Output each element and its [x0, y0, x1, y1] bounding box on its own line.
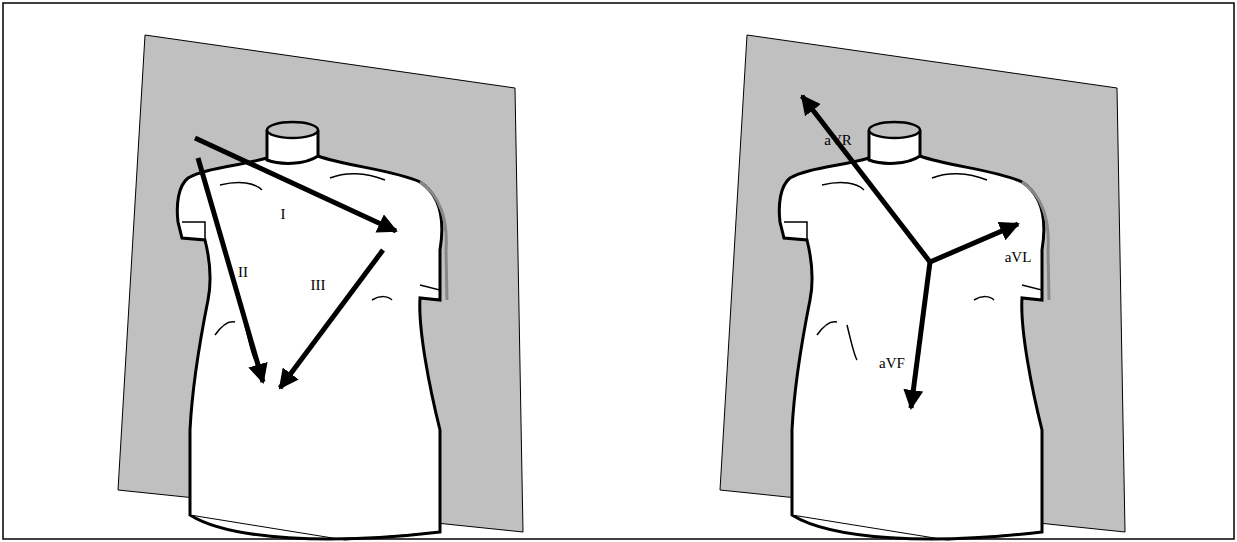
lead-label: II [238, 265, 248, 280]
augmented-lead-label: aVL [1005, 250, 1032, 265]
augmented-lead-label: aVR [824, 133, 852, 148]
augmented-lead-label: aVF [879, 356, 905, 371]
lead-label: III [311, 278, 326, 293]
torso-right [720, 35, 1125, 540]
lead-arrows [195, 96, 1018, 408]
frame [3, 3, 1234, 539]
torso-left [118, 35, 523, 540]
lead-label: I [281, 207, 286, 222]
